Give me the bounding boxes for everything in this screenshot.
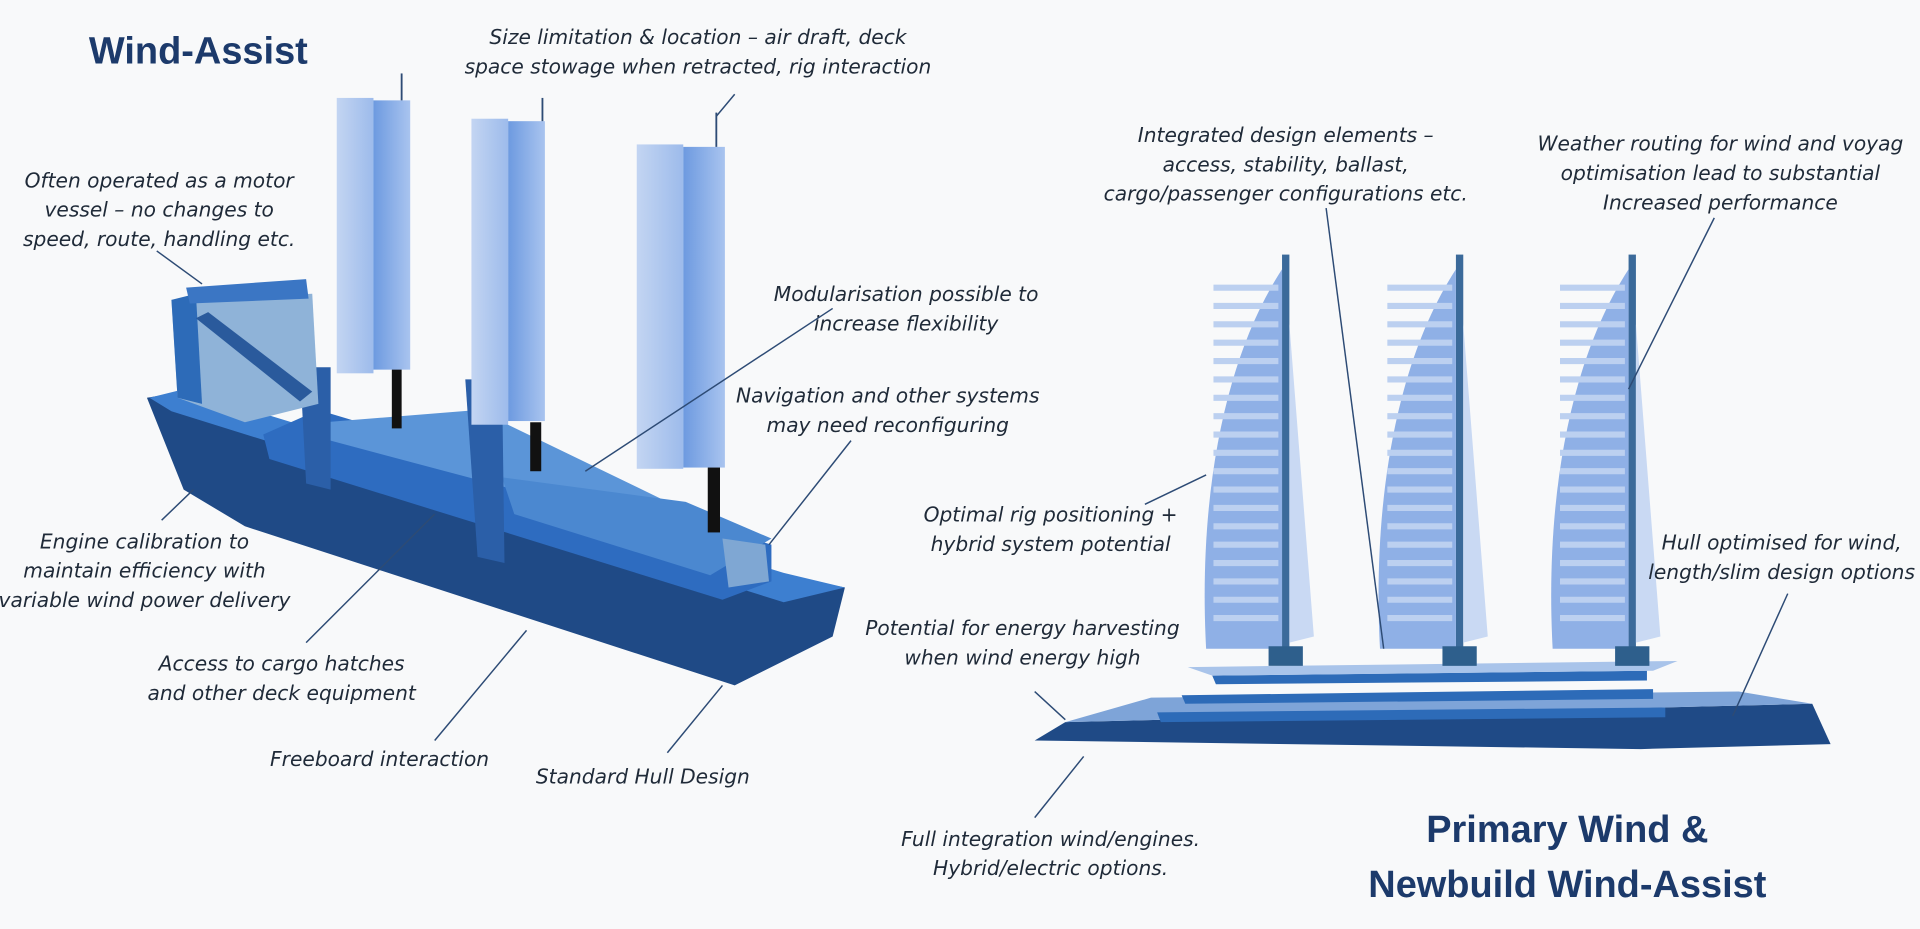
callout-line: variable wind power delivery: [0, 588, 292, 612]
crane-structure: [465, 379, 505, 564]
primary-wind-title-line1: Primary Wind &: [1426, 809, 1708, 851]
callout-line: Navigation and other systems: [736, 384, 1040, 408]
callout-rig-positioning: Optimal rig positioning + hybrid system p…: [924, 502, 1178, 555]
deck-layer: [1212, 670, 1647, 685]
callout-motor-vessel: Often operated as a motor vessel – no cha…: [23, 168, 295, 251]
callout-size-limitation: Size limitation & location – air draft, …: [465, 25, 932, 78]
callout-line: Access to cargo hatches: [157, 652, 405, 676]
callout-line: access, stability, ballast,: [1163, 152, 1409, 176]
callout-integrated-design: Integrated design elements – access, stab…: [1104, 123, 1468, 206]
crane-boom: [195, 312, 313, 402]
callout-line: Freeboard interaction: [270, 747, 489, 771]
wing-sail: [1378, 254, 1488, 666]
callout-energy-harvesting: Potential for energy harvesting when wind…: [865, 616, 1180, 669]
callout-line: Modularisation possible to: [774, 282, 1039, 306]
callout-navigation: Navigation and other systems may need rec…: [736, 384, 1040, 437]
callout-line: vessel – no changes to: [44, 198, 273, 222]
callout-line: increase flexibility: [814, 311, 1000, 335]
primary-wind-title-line2: Newbuild Wind-Assist: [1368, 864, 1766, 906]
callout-line: Integrated design elements –: [1138, 123, 1434, 147]
wing-sail: [1204, 254, 1314, 666]
bridge: [186, 279, 309, 304]
callout-line: Increased performance: [1603, 190, 1838, 214]
callout-weather-routing: Weather routing for wind and voyag optimi…: [1537, 132, 1903, 215]
callout-line: Engine calibration to: [40, 529, 249, 553]
callout-line: Full integration wind/engines.: [901, 827, 1200, 851]
callout-line: Size limitation & location – air draft, …: [489, 25, 907, 49]
superstructure-side: [171, 293, 203, 404]
callout-line: Hull optimised for wind,: [1662, 531, 1902, 555]
primary-wind-ship: [1034, 660, 1831, 750]
callout-line: Often operated as a motor: [25, 168, 296, 192]
callout-line: cargo/passenger configurations etc.: [1104, 182, 1468, 206]
callout-freeboard: Freeboard interaction: [270, 747, 489, 771]
callout-line: optimisation lead to substantial: [1561, 161, 1881, 185]
callout-line: may need reconfiguring: [767, 413, 1010, 437]
callout-hull-optimised: Hull optimised for wind, length/slim desi…: [1648, 531, 1915, 584]
deck-hatch-cover: [502, 477, 772, 576]
callout-modularisation: Modularisation possible to increase flexi…: [774, 282, 1039, 335]
deck-layer: [1181, 689, 1654, 704]
rotor-sail: [336, 73, 411, 429]
callout-line: Potential for energy harvesting: [865, 616, 1180, 640]
wind-assist-title: Wind-Assist: [89, 31, 308, 73]
callout-line: space stowage when retracted, rig intera…: [465, 54, 932, 78]
callout-line: when wind energy high: [904, 646, 1140, 670]
callout-line: Hybrid/electric options.: [933, 856, 1168, 880]
rotor-sail: [471, 97, 545, 472]
callout-line: maintain efficiency with: [23, 559, 265, 583]
aft-house: [722, 538, 769, 588]
callout-line: Optimal rig positioning +: [924, 502, 1178, 526]
callout-cargo-access: Access to cargo hatches and other deck eq…: [147, 652, 416, 705]
rotor-sail: [636, 112, 725, 533]
callout-full-integration: Full integration wind/engines. Hybrid/ele…: [901, 827, 1200, 880]
callout-line: and other deck equipment: [147, 681, 416, 705]
callout-standard-hull: Standard Hull Design: [536, 764, 750, 788]
wing-sail: [1551, 254, 1661, 666]
callout-line: length/slim design options: [1648, 560, 1915, 584]
callout-line: hybrid system potential: [931, 532, 1171, 556]
wind-assist-cargo-ship: [146, 73, 845, 686]
callout-line: speed, route, handling etc.: [23, 227, 295, 251]
deck-top: [1187, 660, 1678, 676]
callout-line: Standard Hull Design: [536, 764, 750, 788]
callout-engine-calibration: Engine calibration to maintain efficiency…: [0, 529, 292, 612]
callout-line: Weather routing for wind and voyag: [1537, 132, 1903, 156]
leader-lines: [156, 93, 1789, 819]
